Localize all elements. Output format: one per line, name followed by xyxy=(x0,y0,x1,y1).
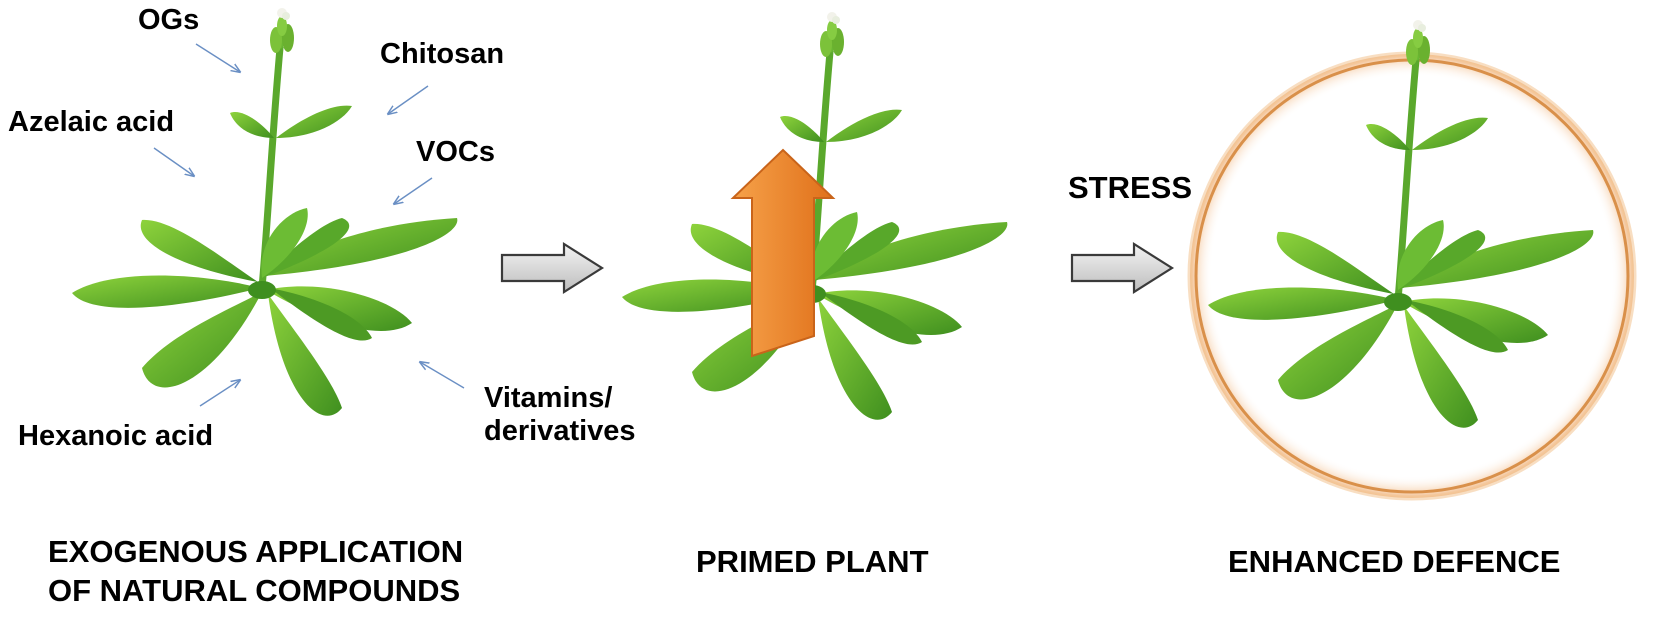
stage-title-exogenous-line-1: EXOGENOUS APPLICATION xyxy=(48,534,464,569)
label-stress: STRESS xyxy=(1068,170,1193,205)
label-hexanoic-acid: Hexanoic acid xyxy=(18,420,214,452)
stage-title-exogenous-line-2: OF NATURAL COMPOUNDS xyxy=(48,573,461,608)
right-arrow-icon-2 xyxy=(1070,242,1174,294)
pointer-arrow-ogs xyxy=(195,43,240,72)
up-arrow-icon xyxy=(730,148,836,358)
stage-title-enhanced: ENHANCED DEFENCE xyxy=(1228,544,1561,579)
compound-pointer-arrows xyxy=(153,43,465,407)
label-chitosan: Chitosan xyxy=(380,38,505,70)
pointer-arrow-hexanoic xyxy=(199,380,240,407)
pointer-arrow-chitosan xyxy=(388,85,429,114)
label-vitamins-line-2: derivatives xyxy=(484,415,636,447)
label-vitamins-derivatives: Vitamins/ derivatives xyxy=(484,382,636,448)
label-ogs: OGs xyxy=(138,4,200,36)
pointer-arrow-vocs xyxy=(394,177,433,204)
right-arrow-icon-1 xyxy=(500,242,604,294)
label-vocs: VOCs xyxy=(416,136,495,168)
label-vitamins-line-1: Vitamins/ xyxy=(484,382,613,414)
stage-title-primed: PRIMED PLANT xyxy=(696,544,929,579)
pointer-arrow-vitamins xyxy=(420,362,465,389)
label-azelaic-acid: Azelaic acid xyxy=(8,106,175,138)
stage-title-exogenous: EXOGENOUS APPLICATION OF NATURAL COMPOUN… xyxy=(48,532,463,610)
pointer-arrow-azelaic xyxy=(153,147,194,176)
